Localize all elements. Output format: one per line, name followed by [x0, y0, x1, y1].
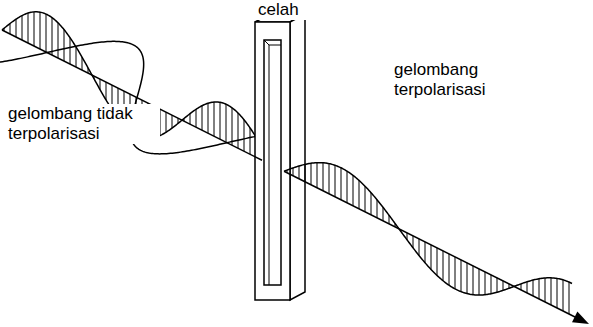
slit-bevel	[269, 45, 270, 285]
hatch-stroke	[317, 163, 318, 188]
hatch-stroke	[40, 12, 41, 49]
hatch-stroke	[64, 30, 65, 62]
hatch-stroke	[238, 113, 239, 148]
hatch-stroke	[473, 266, 474, 295]
hatch-stroke	[305, 164, 306, 181]
hatch-stroke	[10, 24, 11, 34]
hatch-stroke	[70, 38, 71, 64]
axis-line	[2, 30, 262, 160]
hatch-stroke	[419, 239, 420, 256]
hatch-stroke	[527, 282, 528, 293]
hatch-stroke	[545, 278, 546, 302]
hatch-stroke	[371, 193, 372, 215]
hatch-stroke	[323, 163, 324, 191]
hatch-stroke	[28, 13, 29, 43]
hatch-stroke	[166, 112, 167, 132]
hatch-stroke	[377, 200, 378, 218]
hatch-stroke	[52, 18, 53, 55]
hatch-stroke	[76, 47, 77, 67]
hatch-stroke	[491, 275, 492, 294]
hatch-stroke	[503, 281, 504, 290]
hatch-stroke	[46, 14, 47, 52]
hatch-stroke	[34, 12, 35, 46]
hatch-stroke	[22, 16, 23, 40]
hatch-stroke	[497, 278, 498, 292]
hatch-stroke	[250, 128, 251, 154]
hatch-stroke	[172, 115, 173, 128]
frame-side	[290, 14, 305, 300]
hatch-stroke	[431, 245, 432, 270]
hatch-stroke	[551, 278, 552, 305]
hatch-stroke	[202, 106, 203, 130]
hatch-stroke	[106, 82, 107, 100]
hatch-stroke	[353, 175, 354, 205]
axis-line	[284, 171, 577, 318]
slit-frame	[255, 14, 305, 300]
hatch-stroke	[383, 207, 384, 221]
hatch-stroke	[311, 163, 312, 185]
hatch-stroke	[569, 282, 570, 314]
slit-bevel	[264, 40, 281, 45]
hatch-stroke	[341, 168, 342, 200]
hatch-stroke	[359, 180, 360, 208]
hatch-stroke	[437, 248, 438, 276]
hatch-stroke	[16, 19, 17, 37]
polarized-curve	[284, 163, 572, 295]
hatch-stroke	[190, 114, 191, 124]
arrow-head	[572, 311, 589, 324]
polarized-wave	[284, 163, 572, 314]
hatch-stroke	[533, 280, 534, 296]
hatch-stroke	[365, 186, 366, 212]
hatch-stroke	[425, 242, 426, 263]
hatch-stroke	[413, 236, 414, 248]
propagation-axis	[2, 30, 589, 324]
hatch-stroke	[232, 108, 233, 145]
hatch-stroke	[58, 23, 59, 58]
hatch-stroke	[461, 260, 462, 292]
hatch-stroke	[455, 257, 456, 289]
hatch-stroke	[443, 251, 444, 281]
hatch-stroke	[208, 103, 209, 133]
slit-opening	[264, 40, 281, 285]
hatch-stroke	[293, 168, 294, 176]
hatch-stroke	[485, 272, 486, 295]
hatch-stroke	[214, 102, 215, 136]
hatch-stroke	[244, 120, 245, 152]
hatch-stroke	[449, 254, 450, 285]
hatch-stroke	[220, 102, 221, 139]
hatch-stroke	[299, 166, 300, 179]
hatch-stroke	[335, 165, 336, 196]
wave-label: gelombang tidak terpolarisasi	[6, 104, 160, 144]
hatch-stroke	[539, 279, 540, 299]
hatch-stroke	[479, 269, 480, 295]
hatch-stroke	[329, 164, 330, 194]
hatch-stroke	[347, 171, 348, 203]
hatch-stroke	[557, 278, 558, 308]
hatch-stroke	[226, 104, 227, 142]
hatch-stroke	[563, 280, 564, 311]
frame-front	[255, 22, 290, 300]
hatch-stroke	[196, 109, 197, 127]
slit-label: celah	[256, 0, 340, 20]
hatch-stroke	[467, 263, 468, 294]
wave-label: gelombang terpolarisasi	[392, 60, 536, 100]
vertical-component	[2, 12, 262, 147]
